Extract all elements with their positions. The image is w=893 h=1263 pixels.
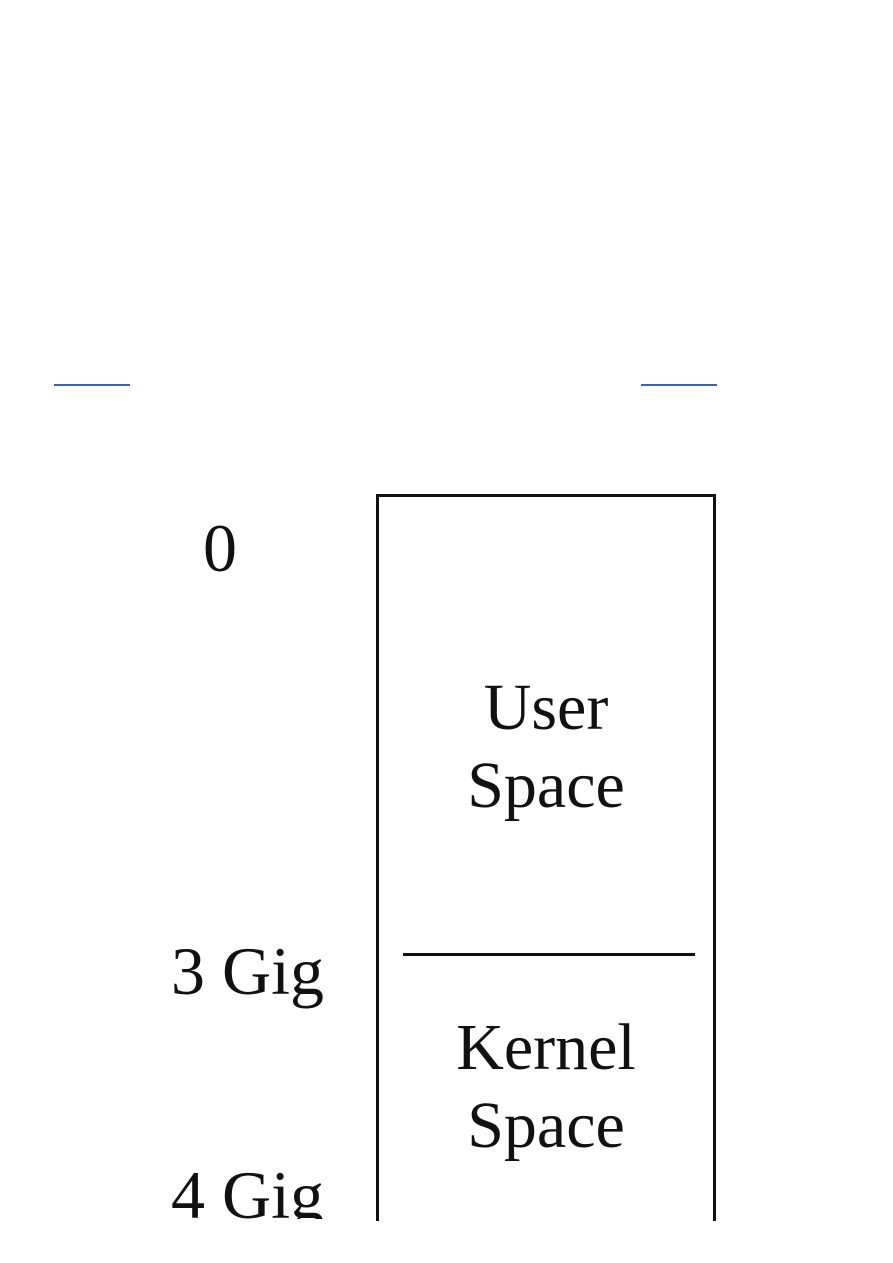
user-space-line-2: Space bbox=[467, 749, 625, 822]
address-label-0: 0 bbox=[203, 510, 237, 586]
memory-layout-box: User Space Kernel Space bbox=[376, 494, 716, 1234]
kernel-space-region: Kernel Space bbox=[379, 1009, 713, 1165]
kernel-space-line-2: Space bbox=[467, 1089, 625, 1162]
address-label-3-gig: 3 Gig bbox=[171, 933, 324, 1009]
user-space-line-1: User bbox=[483, 671, 609, 744]
top-left-rule bbox=[54, 384, 130, 386]
top-right-rule bbox=[641, 384, 717, 386]
kernel-boundary-line bbox=[403, 953, 695, 956]
address-label-4-gig: 4 Gig bbox=[171, 1161, 324, 1219]
kernel-space-line-1: Kernel bbox=[456, 1011, 636, 1084]
page-bottom-margin bbox=[0, 1221, 893, 1263]
user-space-region: User Space bbox=[379, 669, 713, 825]
